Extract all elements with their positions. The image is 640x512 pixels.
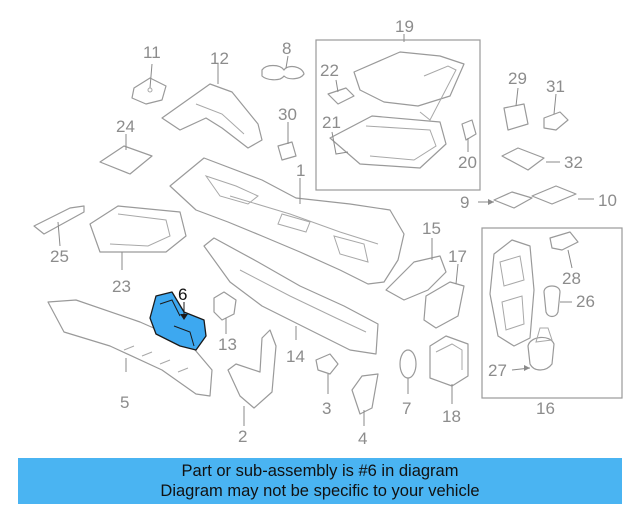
part-17 [423,263,465,329]
callout-16: 16 [536,399,555,418]
part-7 [399,349,417,394]
part-3 [315,353,339,394]
callout-32: 32 [564,153,583,172]
callout-19: 19 [395,17,414,36]
group-box-armrest [315,39,481,191]
callout-4: 4 [358,429,367,448]
part-31 [543,93,569,131]
part-26 [543,285,572,318]
part-24 [99,134,153,175]
part-27 [511,327,555,371]
callout-26: 26 [576,292,595,311]
parts-diagram: 11 12 8 19 22 21 20 29 31 32 9 10 24 30 … [33,17,623,448]
callout-3: 3 [322,399,331,418]
part-15 [385,238,447,301]
part-5 [47,299,213,397]
part-20 [461,119,477,152]
part-11 [131,63,167,105]
callout-14: 14 [286,347,305,366]
banner-line-part-number: Part or sub-assembly is #6 in diagram [181,462,459,480]
part-18 [429,335,469,404]
callout-17: 17 [448,247,467,266]
part-22 [327,79,355,105]
part-30 [277,122,297,161]
part-10 [531,185,594,205]
part-14 [203,237,379,355]
callout-23: 23 [112,277,131,296]
part-4 [351,373,379,426]
part-12 [161,64,263,149]
callout-15: 15 [422,219,441,238]
part-6-highlighted [149,291,207,351]
part-9 [478,191,533,209]
callout-6: 6 [178,285,187,304]
callout-1: 1 [296,161,305,180]
part-28 [549,231,579,269]
part-2 [227,329,277,426]
part-1 [169,157,405,285]
callout-9: 9 [460,193,469,212]
callout-13: 13 [218,335,237,354]
callout-30: 30 [278,105,297,124]
callout-25: 25 [50,247,69,266]
part-25 [33,205,85,247]
group-box-cupholder [481,227,623,399]
callout-18: 18 [442,407,461,426]
callout-7: 7 [402,399,411,418]
part-23 [89,205,187,270]
callout-21: 21 [322,113,341,132]
part-21 [329,115,447,169]
part-29 [503,87,529,131]
callout-20: 20 [458,153,477,172]
info-banner: Part or sub-assembly is #6 in diagram Di… [18,458,622,504]
callout-27: 27 [488,361,507,380]
callout-11: 11 [143,43,161,62]
part-32 [501,147,560,171]
callout-24: 24 [116,117,135,136]
part-16 [489,239,535,347]
callout-12: 12 [210,49,229,68]
callout-28: 28 [562,269,581,288]
callout-29: 29 [508,69,527,88]
callout-22: 22 [320,61,339,80]
part-8 [261,55,305,81]
callout-8: 8 [282,39,291,58]
callout-31: 31 [546,77,565,96]
callout-5: 5 [120,393,129,412]
callout-10: 10 [598,191,617,210]
banner-line-disclaimer: Diagram may not be specific to your vehi… [160,482,480,500]
callout-2: 2 [238,427,247,446]
part-19 [353,34,465,121]
part-13 [213,291,237,334]
